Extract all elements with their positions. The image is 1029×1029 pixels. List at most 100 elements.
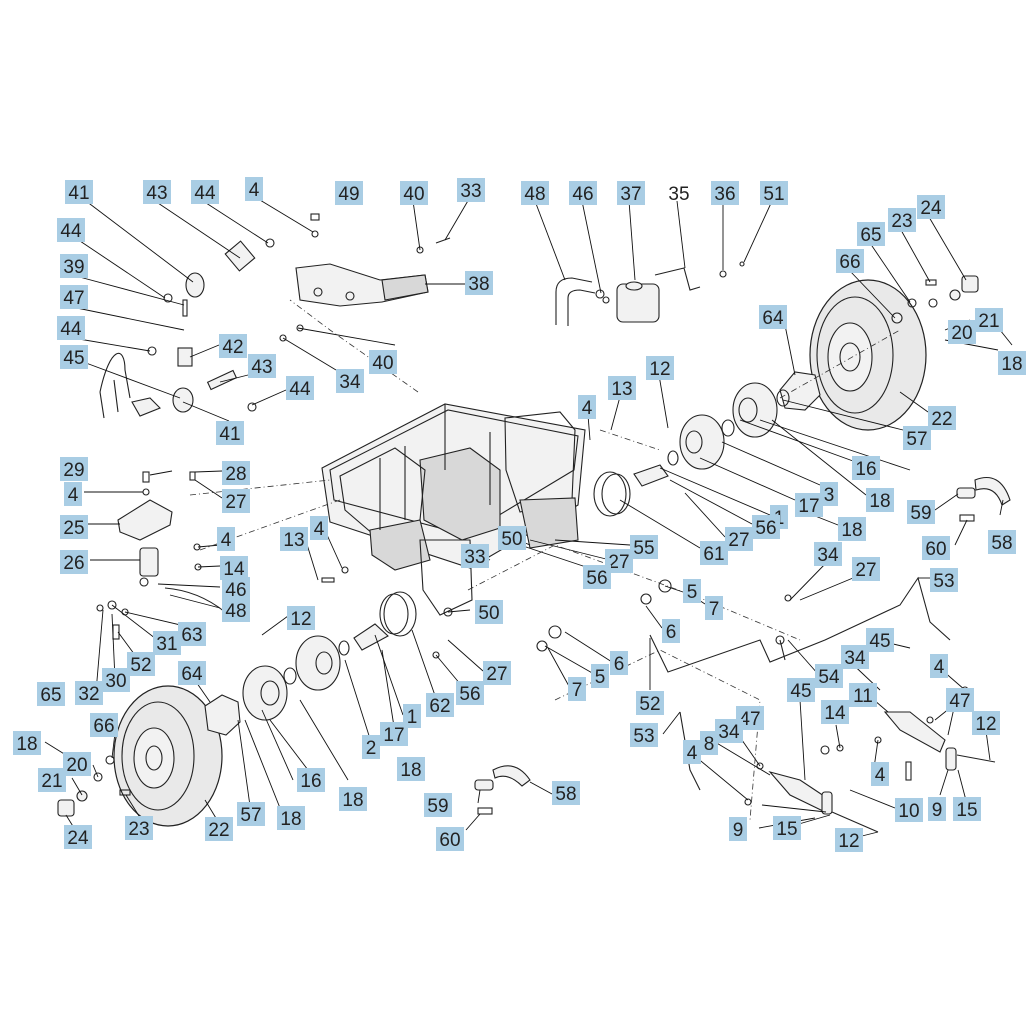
callout-number: 40 — [372, 353, 393, 374]
callout-box — [483, 661, 511, 685]
callout-number: 9 — [733, 820, 744, 841]
callout-number: 31 — [156, 634, 177, 655]
callout-number: 3 — [824, 485, 835, 506]
callout-17: 17 — [380, 722, 408, 746]
callout-box — [60, 254, 88, 278]
callout-box — [930, 654, 948, 678]
callout-number: 27 — [225, 492, 246, 513]
callout-34: 34 — [841, 645, 869, 669]
callout-number: 4 — [221, 530, 232, 551]
callout-box — [630, 723, 658, 747]
callout-65: 65 — [857, 222, 885, 246]
callout-box — [760, 181, 788, 205]
callout-box — [245, 177, 263, 201]
callout-box — [153, 631, 181, 655]
callout-34: 34 — [336, 369, 364, 393]
callout-48: 48 — [222, 598, 250, 622]
callout-box — [13, 731, 41, 755]
callout-box — [400, 181, 428, 205]
right-brake-shoe — [956, 476, 1011, 522]
callout-66: 66 — [836, 249, 864, 273]
callout-65: 65 — [37, 682, 65, 706]
callout-box — [975, 308, 1003, 332]
callout-number: 59 — [910, 503, 931, 524]
callout-14: 14 — [821, 700, 849, 724]
callout-box — [217, 527, 235, 551]
callout-number: 15 — [956, 800, 977, 821]
left-brake-shoe — [474, 765, 531, 815]
callout-box — [178, 622, 206, 646]
callout-5: 5 — [591, 664, 609, 688]
callout-box — [930, 568, 958, 592]
callout-8: 8 — [700, 731, 718, 755]
chassis-frame — [321, 403, 586, 616]
callout-18: 18 — [838, 517, 866, 541]
callout-34: 34 — [715, 719, 743, 743]
callout-64: 64 — [759, 305, 787, 329]
callout-13: 13 — [280, 527, 308, 551]
callout-box — [286, 376, 314, 400]
callout-number: 10 — [898, 801, 919, 822]
callout-number: 4 — [249, 180, 260, 201]
callout-4: 4 — [217, 527, 235, 551]
callout-4: 4 — [930, 654, 948, 678]
callout-box — [339, 787, 367, 811]
callout-number: 44 — [60, 319, 82, 340]
callout-number: 22 — [208, 820, 229, 841]
callout-60: 60 — [436, 827, 464, 851]
callout-4: 4 — [578, 395, 596, 419]
callout-9: 9 — [928, 797, 946, 821]
callout-28: 28 — [222, 461, 250, 485]
callout-box — [895, 798, 923, 822]
callout-number: 46 — [225, 580, 246, 601]
callout-number: 7 — [572, 680, 583, 701]
callout-number: 4 — [582, 398, 593, 419]
callout-box — [907, 500, 935, 524]
callout-5: 5 — [683, 579, 701, 603]
callout-box — [237, 802, 265, 826]
callout-box — [277, 806, 305, 830]
callout-number: 4 — [314, 519, 325, 540]
callout-42: 42 — [219, 334, 247, 358]
callout-box — [852, 557, 880, 581]
callout-number: 18 — [280, 809, 301, 830]
callout-52: 52 — [127, 652, 155, 676]
callout-15: 15 — [773, 816, 801, 840]
callout-number: 57 — [240, 805, 261, 826]
callout-box — [998, 351, 1026, 375]
callout-number: 16 — [300, 771, 321, 792]
callout-number: 52 — [130, 655, 151, 676]
callout-number: 4 — [68, 485, 79, 506]
callout-58: 58 — [552, 781, 580, 805]
callout-box — [57, 316, 85, 340]
callout-number: 46 — [572, 184, 593, 205]
callout-number: 58 — [991, 533, 1012, 554]
callout-63: 63 — [178, 622, 206, 646]
callout-number: 52 — [639, 694, 660, 715]
callout-number: 45 — [63, 348, 84, 369]
callout-number: 41 — [219, 424, 240, 445]
callout-number: 9 — [932, 800, 943, 821]
callout-box — [63, 752, 91, 776]
callout-number: 56 — [755, 518, 776, 539]
brake-rods — [649, 576, 951, 791]
callout-26: 26 — [60, 550, 88, 574]
callout-41: 41 — [216, 421, 244, 445]
callout-12: 12 — [646, 356, 674, 380]
callout-44: 44 — [57, 316, 85, 340]
callout-number: 59 — [427, 796, 448, 817]
callout-box — [310, 516, 328, 540]
callout-24: 24 — [64, 825, 92, 849]
callout-56: 56 — [456, 681, 484, 705]
callout-box — [424, 793, 452, 817]
callout-box — [362, 735, 380, 759]
callout-number: 21 — [41, 771, 62, 792]
callout-29: 29 — [60, 457, 88, 481]
callout-57: 57 — [903, 426, 931, 450]
callout-4: 4 — [64, 482, 82, 506]
callout-44: 44 — [191, 180, 219, 204]
callout-48: 48 — [521, 181, 549, 205]
callout-12: 12 — [287, 606, 315, 630]
callout-number: 20 — [66, 755, 87, 776]
